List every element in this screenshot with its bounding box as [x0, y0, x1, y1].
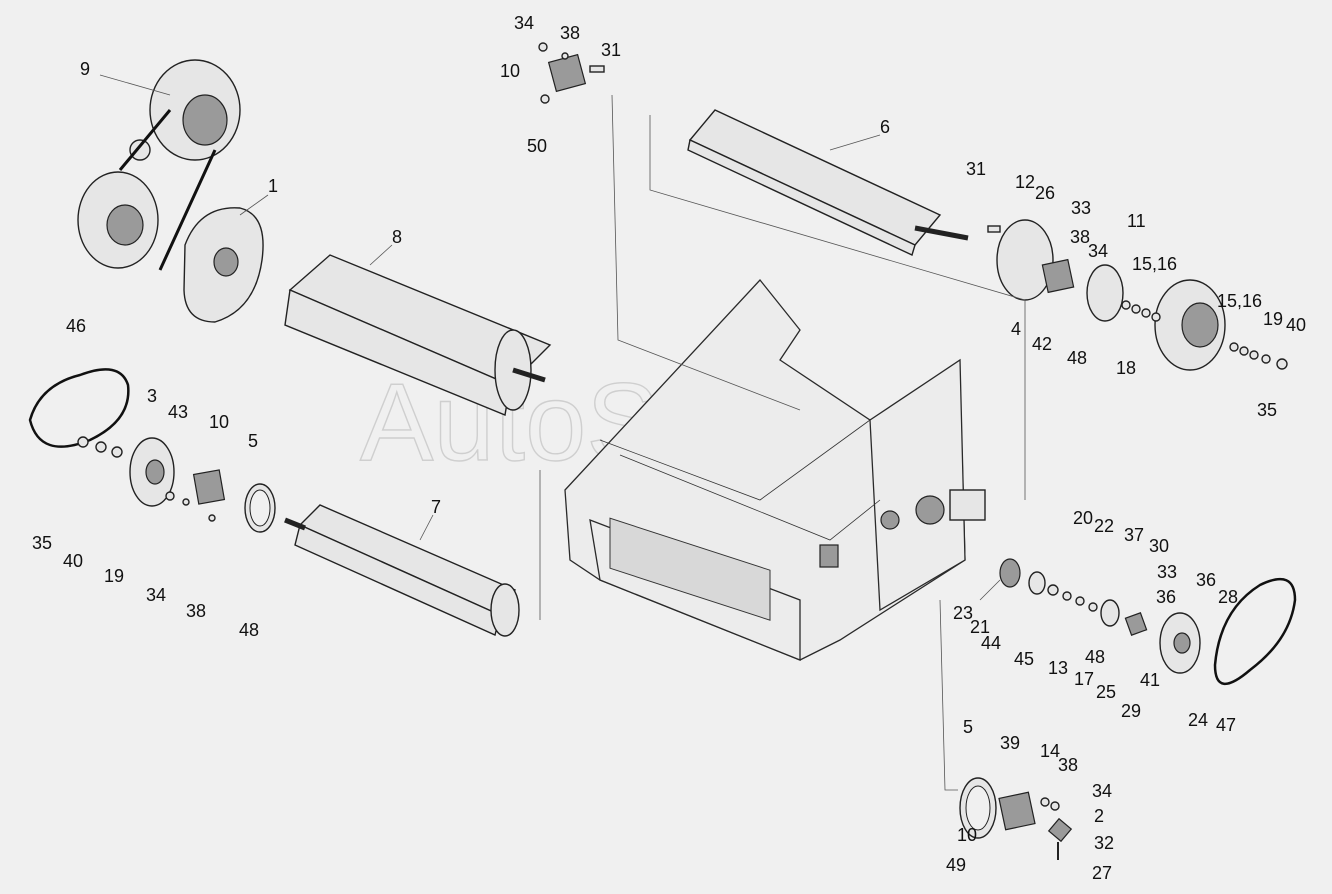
- label-34-l: 34: [146, 585, 166, 605]
- label-35-l: 35: [32, 533, 52, 553]
- belt-47: [1213, 577, 1297, 686]
- label-1: 1: [268, 176, 278, 196]
- label-28: 28: [1218, 587, 1238, 607]
- label-32: 32: [1094, 833, 1114, 853]
- bladed-rotor: [284, 504, 520, 637]
- label-19-l: 19: [104, 566, 124, 586]
- label-17: 17: [1074, 669, 1094, 689]
- label-39: 39: [1000, 733, 1020, 753]
- label-40-l: 40: [63, 551, 83, 571]
- label-47: 47: [1216, 715, 1236, 735]
- right-lower-group: [999, 558, 1201, 674]
- label-3: 3: [147, 386, 157, 406]
- label-10-top: 10: [500, 61, 520, 81]
- label-33-br: 33: [1157, 562, 1177, 582]
- label-21: 21: [970, 617, 990, 637]
- label-5-l: 5: [248, 431, 258, 451]
- label-27: 27: [1092, 863, 1112, 883]
- label-36-b: 36: [1156, 587, 1176, 607]
- drive-pulley-assembly: [77, 59, 241, 271]
- label-10-b: 10: [957, 825, 977, 845]
- label-46: 46: [66, 316, 86, 336]
- label-11: 11: [1127, 211, 1146, 231]
- label-45: 45: [1014, 649, 1034, 669]
- label-7: 7: [431, 497, 441, 517]
- label-44: 44: [981, 633, 1001, 653]
- cover-plate: [183, 207, 264, 323]
- label-29: 29: [1121, 701, 1141, 721]
- label-40-r: 40: [1286, 315, 1306, 335]
- label-15-16-a: 15,16: [1132, 254, 1177, 274]
- label-9: 9: [80, 59, 90, 79]
- label-34-top: 34: [514, 13, 534, 33]
- label-13: 13: [1048, 658, 1068, 678]
- leader-lines: [99, 74, 1026, 791]
- label-50: 50: [527, 136, 547, 156]
- part-labels: 34 38 31 10 50 9 1 8 6 31 12 26 33 11 38…: [32, 13, 1306, 883]
- label-48-l: 48: [239, 620, 259, 640]
- beater-drum: [284, 254, 552, 416]
- label-12: 12: [1015, 172, 1035, 192]
- label-38-b: 38: [1058, 755, 1078, 775]
- label-4: 4: [1011, 319, 1021, 339]
- label-37: 37: [1124, 525, 1144, 545]
- label-42: 42: [1032, 334, 1052, 354]
- label-15-16-b: 15,16: [1217, 291, 1262, 311]
- label-18: 18: [1116, 358, 1136, 378]
- label-25: 25: [1096, 682, 1116, 702]
- main-housing-frame: [564, 279, 986, 661]
- belt-46: [28, 368, 130, 448]
- label-19-r: 19: [1263, 309, 1283, 329]
- label-8: 8: [392, 227, 402, 247]
- label-24: 24: [1188, 710, 1208, 730]
- label-38-l: 38: [186, 601, 206, 621]
- label-5-b: 5: [963, 717, 973, 737]
- label-38-r: 38: [1070, 227, 1090, 247]
- label-38-top: 38: [560, 23, 580, 43]
- label-14: 14: [1040, 741, 1060, 761]
- label-2: 2: [1094, 806, 1104, 826]
- label-33-r: 33: [1071, 198, 1091, 218]
- bottom-bearing-group: [959, 777, 1073, 860]
- left-pulley-group: [77, 436, 276, 533]
- label-31-r: 31: [966, 159, 986, 179]
- label-48-r: 48: [1067, 348, 1087, 368]
- label-41: 41: [1140, 670, 1160, 690]
- label-48-br: 48: [1085, 647, 1105, 667]
- square-shaft: [687, 109, 969, 256]
- label-23: 23: [953, 603, 973, 623]
- label-35-r: 35: [1257, 400, 1277, 420]
- label-6: 6: [880, 117, 890, 137]
- top-bearing-group: [538, 42, 605, 104]
- label-43: 43: [168, 402, 188, 422]
- label-36-a: 36: [1196, 570, 1216, 590]
- label-31-top: 31: [601, 40, 621, 60]
- label-10-l: 10: [209, 412, 229, 432]
- label-34-r: 34: [1088, 241, 1108, 261]
- label-20: 20: [1073, 508, 1093, 528]
- label-34-b: 34: [1092, 781, 1112, 801]
- label-30: 30: [1149, 536, 1169, 556]
- label-26: 26: [1035, 183, 1055, 203]
- label-22: 22: [1094, 516, 1114, 536]
- label-49: 49: [946, 855, 966, 875]
- right-upper-group: [987, 219, 1288, 371]
